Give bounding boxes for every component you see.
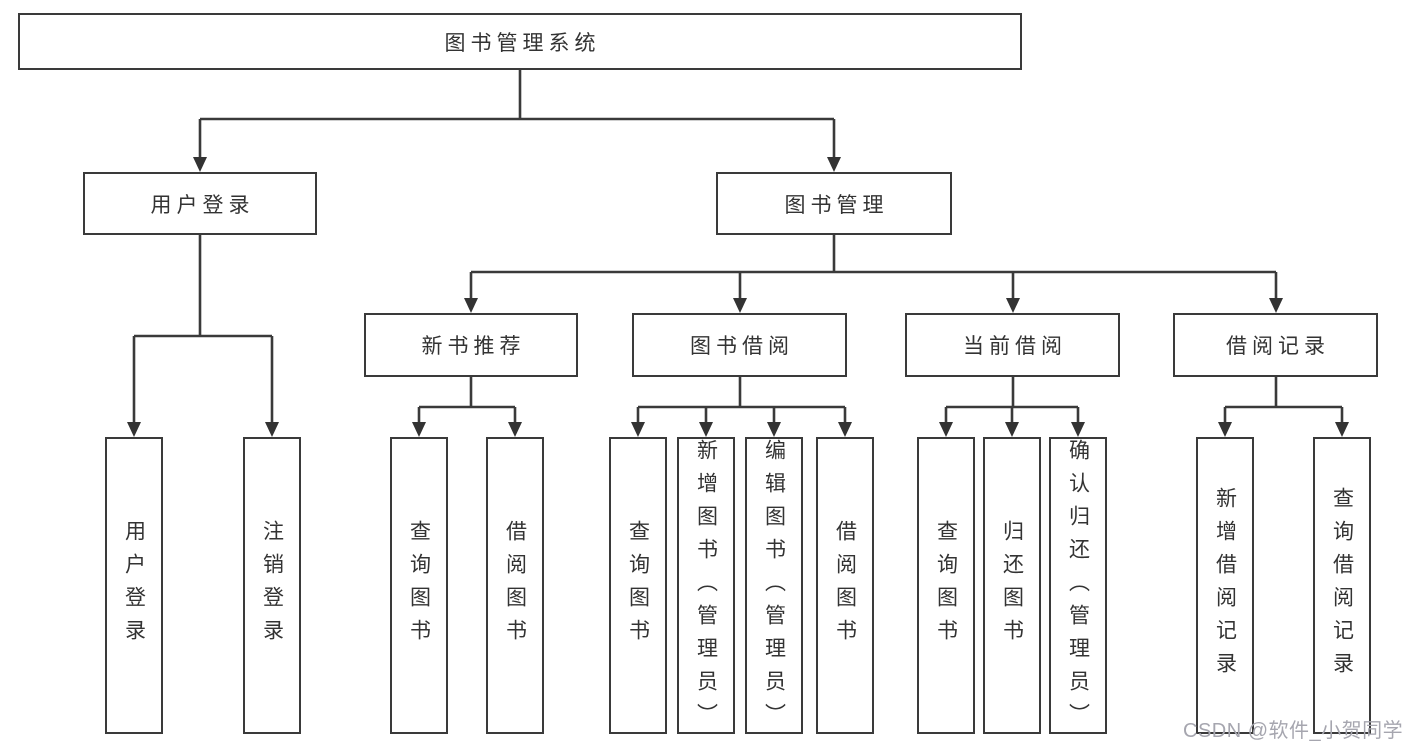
node-current-borrow: 当前借阅: [905, 313, 1120, 377]
node-borrow-records: 借阅记录: [1173, 313, 1378, 377]
node-label: 归还图书: [1000, 519, 1024, 652]
node-cb-query-books: 查询图书: [917, 437, 975, 734]
node-cb-return-books: 归还图书: [983, 437, 1041, 734]
node-login: 用户登录: [105, 437, 163, 734]
node-book-borrow: 图书借阅: [632, 313, 847, 377]
node-bb-query-books: 查询图书: [609, 437, 667, 734]
node-label: 图书管理系统: [444, 31, 601, 55]
node-label: 查询图书: [934, 519, 958, 652]
node-label: 查询借阅记录: [1330, 486, 1354, 685]
node-label: 借阅图书: [503, 519, 527, 652]
node-label: 新书推荐: [421, 335, 526, 358]
node-label: 图书借阅: [690, 335, 794, 358]
watermark-text: CSDN @软件_小贺同学: [1183, 720, 1404, 742]
node-cb-confirm-return-admin: 确认归还（管理员）: [1049, 437, 1107, 736]
node-label: 用户登录: [122, 519, 146, 652]
node-label: 编辑图书（管理员）: [762, 439, 786, 736]
node-root: 图书管理系统: [18, 13, 1022, 70]
node-label: 图书管理: [784, 193, 889, 217]
node-label: 查询图书: [626, 519, 650, 652]
node-label: 用户登录: [150, 193, 255, 217]
node-br-query-record: 查询借阅记录: [1313, 437, 1371, 734]
node-label: 借阅记录: [1226, 335, 1330, 358]
node-label: 当前借阅: [963, 335, 1067, 358]
node-user-login: 用户登录: [83, 172, 317, 235]
node-label: 注销登录: [260, 519, 284, 652]
node-label: 查询图书: [407, 519, 431, 652]
node-logout: 注销登录: [243, 437, 301, 734]
node-bb-edit-books-admin: 编辑图书（管理员）: [745, 437, 803, 736]
node-new-book-recommend: 新书推荐: [364, 313, 578, 377]
node-label: 借阅图书: [833, 519, 857, 652]
node-book-management: 图书管理: [716, 172, 952, 235]
node-nb-borrow-books: 借阅图书: [486, 437, 544, 734]
node-label: 新增图书（管理员）: [694, 439, 718, 736]
node-bb-add-books-admin: 新增图书（管理员）: [677, 437, 735, 736]
node-br-add-record: 新增借阅记录: [1196, 437, 1254, 734]
node-nb-query-books: 查询图书: [390, 437, 448, 734]
node-label: 新增借阅记录: [1213, 486, 1237, 685]
node-bb-borrow-books: 借阅图书: [816, 437, 874, 734]
node-label: 确认归还（管理员）: [1066, 439, 1090, 736]
